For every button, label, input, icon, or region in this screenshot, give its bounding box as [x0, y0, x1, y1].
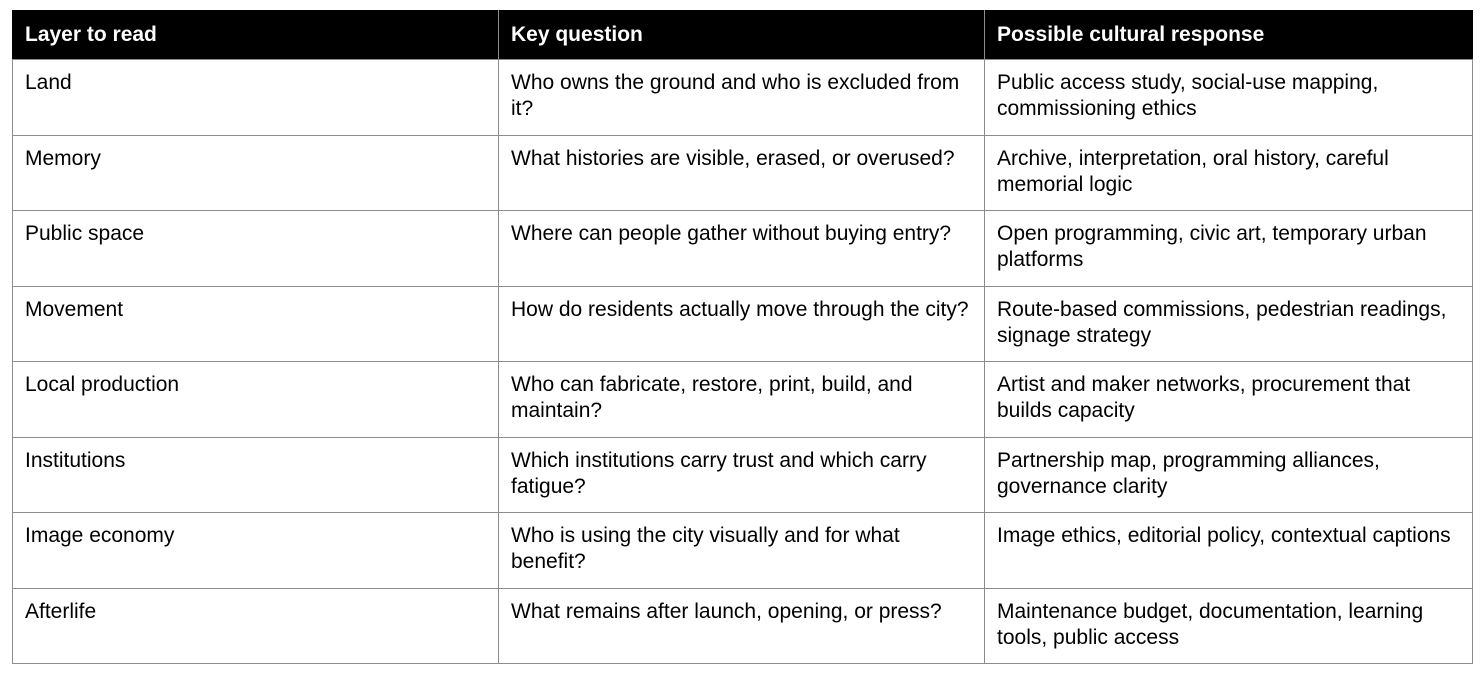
- cell-response: Partnership map, programming alliances, …: [984, 436, 1473, 513]
- cell-layer: Image economy: [12, 512, 499, 589]
- cell-layer: Movement: [12, 285, 499, 362]
- cell-response: Maintenance budget, documentation, learn…: [984, 587, 1473, 664]
- header-key-question: Key question: [498, 10, 985, 60]
- table-row: Memory What histories are visible, erase…: [12, 134, 1473, 211]
- cell-layer: Land: [12, 59, 499, 136]
- cell-question: Who is using the city visually and for w…: [498, 512, 985, 589]
- header-cultural-response: Possible cultural response: [984, 10, 1473, 60]
- cell-response: Route-based commissions, pedestrian read…: [984, 285, 1473, 362]
- cell-question: Who can fabricate, restore, print, build…: [498, 361, 985, 438]
- header-row: Layer to read Key question Possible cult…: [12, 10, 1473, 60]
- cell-question: Where can people gather without buying e…: [498, 210, 985, 287]
- cell-question: How do residents actually move through t…: [498, 285, 985, 362]
- cell-response: Public access study, social-use mapping,…: [984, 59, 1473, 136]
- cell-layer: Institutions: [12, 436, 499, 513]
- cell-question: What remains after launch, opening, or p…: [498, 587, 985, 664]
- table-row: Movement How do residents actually move …: [12, 285, 1473, 362]
- layers-table-container: Layer to read Key question Possible cult…: [12, 10, 1473, 664]
- cell-response: Open programming, civic art, temporary u…: [984, 210, 1473, 287]
- layers-table: Layer to read Key question Possible cult…: [12, 10, 1473, 664]
- cell-layer: Afterlife: [12, 587, 499, 664]
- table-row: Image economy Who is using the city visu…: [12, 512, 1473, 589]
- header-layer: Layer to read: [12, 10, 499, 60]
- cell-question: Which institutions carry trust and which…: [498, 436, 985, 513]
- cell-response: Artist and maker networks, procurement t…: [984, 361, 1473, 438]
- table-row: Land Who owns the ground and who is excl…: [12, 59, 1473, 136]
- table-row: Public space Where can people gather wit…: [12, 210, 1473, 287]
- table-row: Institutions Which institutions carry tr…: [12, 436, 1473, 513]
- cell-layer: Local production: [12, 361, 499, 438]
- cell-response: Archive, interpretation, oral history, c…: [984, 134, 1473, 211]
- cell-layer: Memory: [12, 134, 499, 211]
- table-row: Local production Who can fabricate, rest…: [12, 361, 1473, 438]
- table-body: Land Who owns the ground and who is excl…: [12, 59, 1473, 664]
- table-row: Afterlife What remains after launch, ope…: [12, 587, 1473, 664]
- table-header: Layer to read Key question Possible cult…: [12, 10, 1473, 60]
- cell-question: Who owns the ground and who is excluded …: [498, 59, 985, 136]
- cell-question: What histories are visible, erased, or o…: [498, 134, 985, 211]
- cell-layer: Public space: [12, 210, 499, 287]
- cell-response: Image ethics, editorial policy, contextu…: [984, 512, 1473, 589]
